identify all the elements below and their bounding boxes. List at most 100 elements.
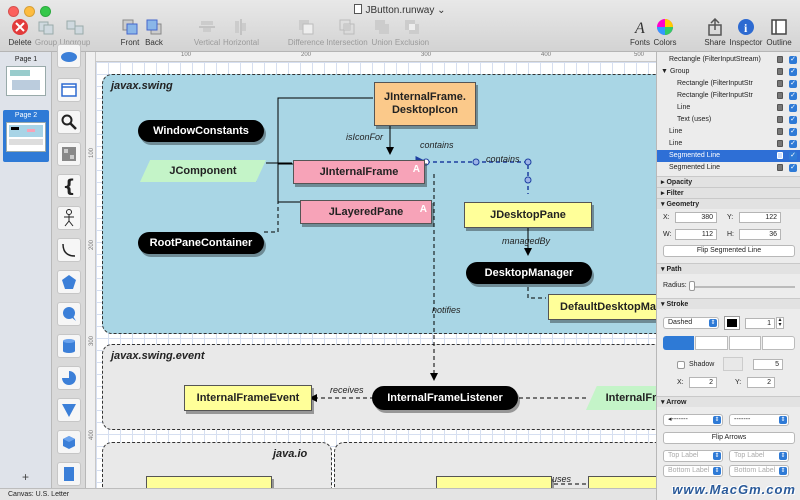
visibility-checkbox[interactable]: ✓	[789, 56, 797, 64]
section-geometry[interactable]: ▾ Geometry	[657, 198, 800, 209]
pie-shape-icon[interactable]	[57, 366, 81, 390]
outline-row[interactable]: Line✓	[657, 138, 800, 150]
outline-row[interactable]: Rectangle (FilterInputStr✓	[657, 90, 800, 102]
inspector-button[interactable]: i Inspector	[728, 18, 764, 47]
close-window-button[interactable]	[8, 6, 19, 17]
window-shape-icon[interactable]	[57, 78, 81, 102]
cylinder-icon[interactable]	[57, 334, 81, 358]
lock-icon[interactable]	[777, 104, 783, 111]
document-shape-icon[interactable]	[57, 462, 81, 486]
outline-row[interactable]: Rectangle (FilterInputStr✓	[657, 78, 800, 90]
outline-row[interactable]: Line✓	[657, 102, 800, 114]
outline-row[interactable]: Rectangle (FilterInputStream)✓	[657, 54, 800, 66]
diagram-canvas[interactable]: javax.swing javax.swing.event java.io	[96, 62, 656, 488]
node-input-stream-2[interactable]	[588, 476, 656, 488]
texture-shape-icon[interactable]	[57, 142, 81, 166]
node-jcomponent[interactable]: JComponent	[140, 160, 266, 182]
flip-arrows-button[interactable]: Flip Arrows	[663, 432, 795, 444]
node-window-constants[interactable]: WindowConstants	[138, 120, 264, 142]
node-internal-frame-event[interactable]: InternalFrameEvent	[184, 385, 312, 411]
radius-slider[interactable]	[691, 286, 795, 288]
node-jinternalframe[interactable]: JInternalFrame A	[293, 160, 425, 184]
node-input-stream[interactable]	[436, 476, 552, 488]
visibility-checkbox[interactable]: ✓	[789, 92, 797, 100]
node-jdesktoppane[interactable]: JDesktopPane	[464, 202, 592, 228]
outline-button[interactable]: Outline	[764, 18, 794, 47]
cloud-shape-icon[interactable]	[57, 44, 81, 68]
page-thumbnail-2[interactable]: Page 2	[3, 110, 49, 162]
align-vertical-button[interactable]: Vertical	[190, 18, 224, 47]
union-button[interactable]: Union	[368, 18, 396, 47]
node-jlayeredpane[interactable]: JLayeredPane A	[300, 200, 432, 224]
outline-row[interactable]: Segmented Line✓	[657, 162, 800, 174]
cap-style-4[interactable]	[762, 336, 795, 350]
difference-button[interactable]: Difference	[286, 18, 326, 47]
shadow-checkbox[interactable]	[677, 361, 685, 369]
curve-icon[interactable]	[57, 238, 81, 262]
visibility-checkbox[interactable]: ✓	[789, 80, 797, 88]
section-filter[interactable]: ▸ Filter	[657, 187, 800, 198]
node-default-desktop-manager[interactable]: DefaultDesktopMa	[548, 294, 656, 320]
node-internal-frame-listener[interactable]: InternalFrameListener	[372, 386, 518, 410]
node-filter-input-stream[interactable]	[146, 476, 272, 488]
node-desktop-manager[interactable]: DesktopManager	[466, 262, 592, 284]
brace-icon[interactable]: {	[57, 174, 81, 198]
y-field[interactable]: 122	[739, 212, 781, 223]
visibility-checkbox[interactable]: ✓	[789, 140, 797, 148]
lock-icon[interactable]	[777, 164, 783, 171]
cap-style-1[interactable]	[663, 336, 694, 350]
colors-button[interactable]: Colors	[652, 18, 678, 47]
outline-row[interactable]: Segmented Line✓	[657, 150, 800, 162]
line-cap-segmented-control[interactable]	[663, 336, 795, 350]
x-field[interactable]: 380	[675, 212, 717, 223]
lock-icon[interactable]	[777, 152, 783, 159]
node-root-pane-container[interactable]: RootPaneContainer	[138, 232, 264, 254]
share-button[interactable]: Share	[702, 18, 728, 47]
visibility-checkbox[interactable]: ✓	[789, 116, 797, 124]
node-internal-frame-adapter[interactable]: InternalFr	[586, 386, 656, 410]
ungroup-button[interactable]: Ungroup	[58, 18, 92, 47]
page-thumbnail-1[interactable]: Page 1	[3, 54, 49, 106]
bottom-label-end-select[interactable]: Bottom Label⇕	[729, 465, 789, 477]
align-horizontal-button[interactable]: Horizontal	[222, 18, 260, 47]
visibility-checkbox[interactable]: ✓	[789, 104, 797, 112]
cap-style-3[interactable]	[728, 336, 762, 350]
magnifier-icon[interactable]	[57, 110, 81, 134]
bottom-label-start-select[interactable]: Bottom Label⇕	[663, 465, 723, 477]
shadow-blur-field[interactable]: 5	[753, 359, 783, 370]
front-button[interactable]: Front	[116, 18, 144, 47]
lock-icon[interactable]	[777, 140, 783, 147]
shadow-x-field[interactable]: 2	[689, 377, 717, 388]
width-field[interactable]: 112	[675, 229, 717, 240]
visibility-checkbox[interactable]: ✓	[789, 128, 797, 136]
cap-style-2[interactable]	[694, 336, 728, 350]
outline-row[interactable]: Text (uses)✓	[657, 114, 800, 126]
radius-slider-thumb[interactable]	[689, 281, 695, 291]
top-label-start-select[interactable]: Top Label⇕	[663, 450, 723, 462]
actor-icon[interactable]	[57, 206, 81, 230]
visibility-checkbox[interactable]: ✓	[789, 68, 797, 76]
top-label-end-select[interactable]: Top Label⇕	[729, 450, 789, 462]
section-arrow[interactable]: ▾ Arrow	[657, 396, 800, 407]
exclusion-button[interactable]: Exclusion	[394, 18, 430, 47]
visibility-checkbox[interactable]: ✓	[789, 164, 797, 172]
outline-row[interactable]: ▼Group✓	[657, 66, 800, 78]
shadow-y-field[interactable]: 2	[747, 377, 775, 388]
lock-icon[interactable]	[777, 80, 783, 87]
stroke-color-well[interactable]	[724, 316, 740, 330]
back-button[interactable]: Back	[141, 18, 167, 47]
lock-icon[interactable]	[777, 92, 783, 99]
shadow-color-well[interactable]	[723, 357, 743, 371]
shield-shape-icon[interactable]	[57, 398, 81, 422]
lock-icon[interactable]	[777, 116, 783, 123]
height-field[interactable]: 36	[739, 229, 781, 240]
visibility-checkbox[interactable]: ✓	[789, 152, 797, 160]
lock-icon[interactable]	[777, 56, 783, 63]
outline-row[interactable]: Line✓	[657, 126, 800, 138]
section-stroke[interactable]: ▾ Stroke	[657, 298, 800, 309]
arrow-start-select[interactable]: ◂-------⇕	[663, 414, 723, 426]
node-desktop-icon[interactable]: JInternalFrame. DesktopIcon	[374, 82, 476, 126]
fonts-button[interactable]: A Fonts	[629, 20, 650, 47]
intersection-button[interactable]: Intersection	[326, 18, 368, 47]
stroke-style-select[interactable]: Dashed⇕	[663, 317, 719, 329]
